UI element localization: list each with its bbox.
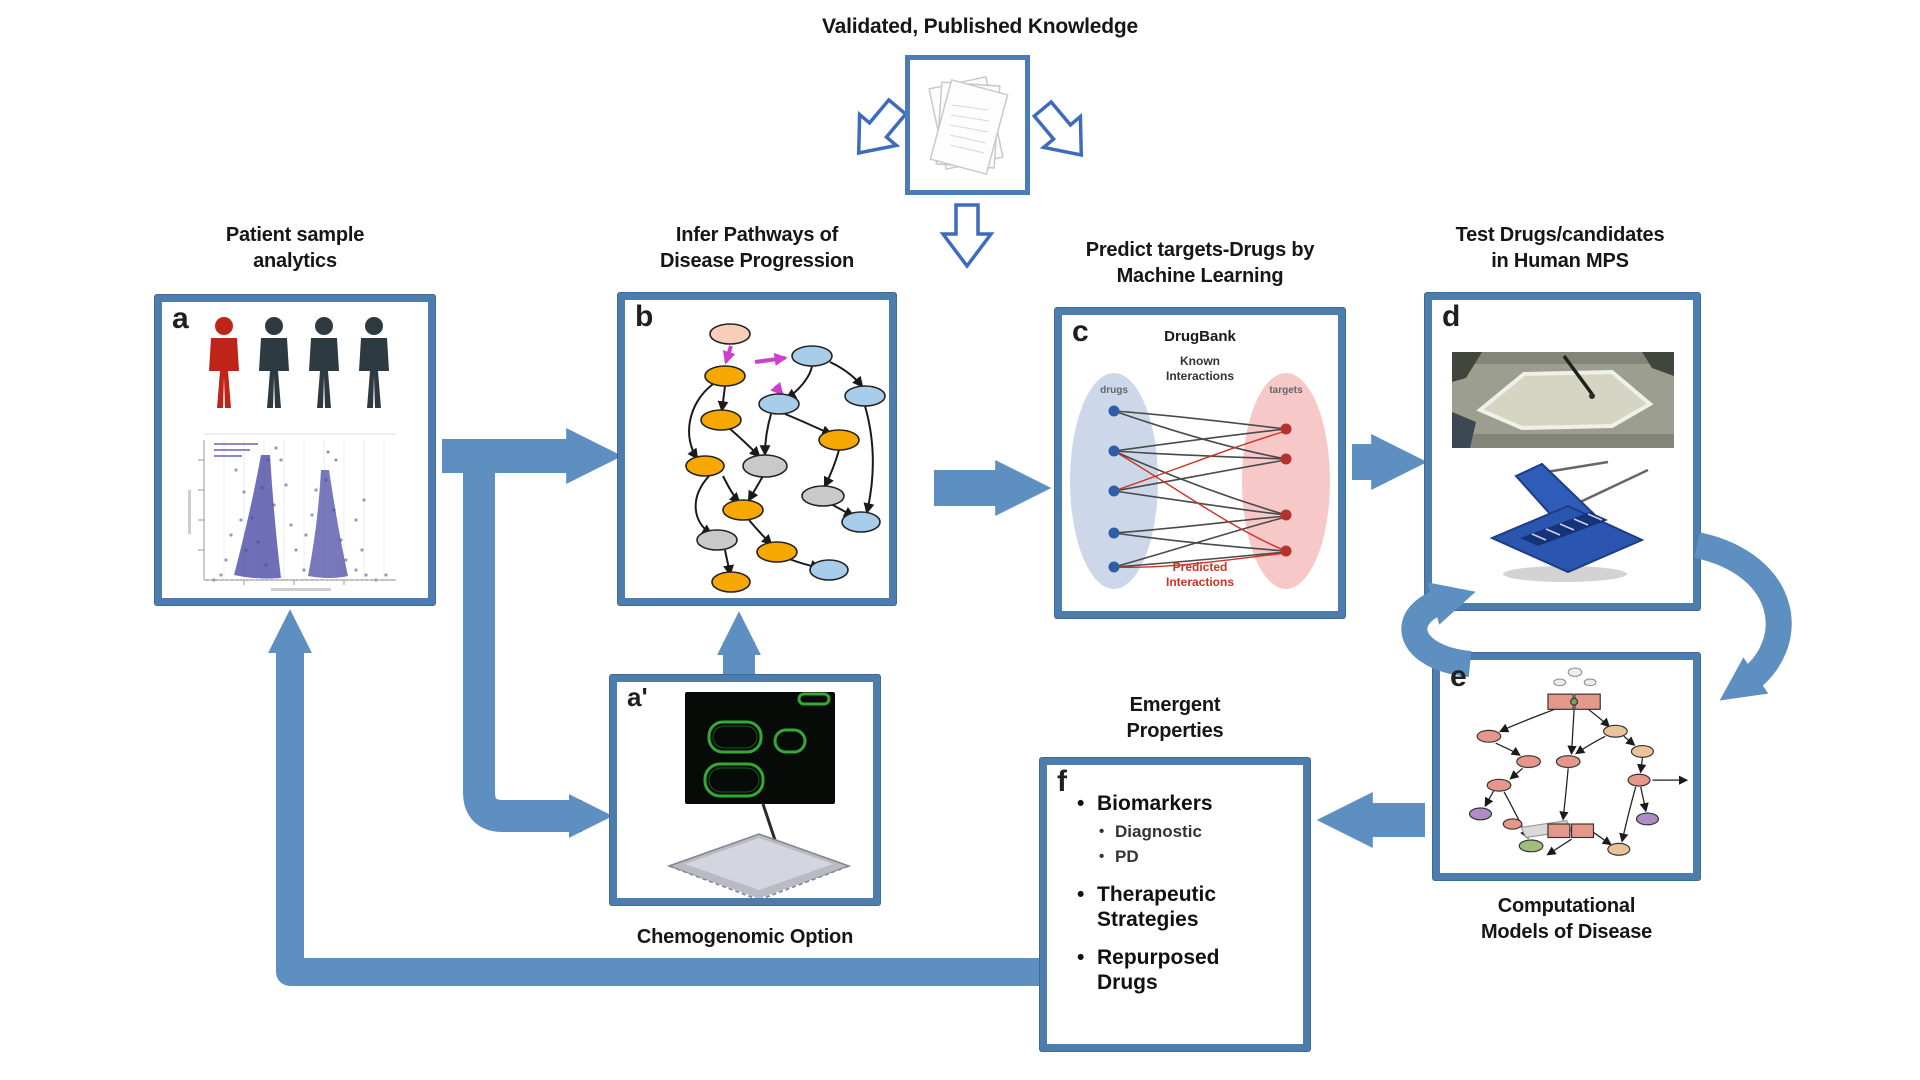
panel-a-prime-box: a' (610, 675, 880, 905)
list-item: Diagnostic (1099, 820, 1263, 843)
predicted-interactions-line1: Predicted (1173, 560, 1228, 574)
panel-b-caption: Infer Pathways of Disease Progression (617, 222, 897, 274)
panel-e-caption-line1: Computational (1497, 895, 1636, 917)
person-icon (309, 317, 339, 408)
chemogenomic-content (666, 692, 852, 898)
drugs-group-label: drugs (1100, 385, 1128, 396)
panel-e-label: e (1450, 660, 1467, 693)
top-title-text: Validated, Published Knowledge (821, 15, 1139, 38)
knowledge-right-arrow-icon (1031, 99, 1084, 158)
panel-b-caption-line2: Disease Progression (659, 250, 855, 272)
panel-c-caption: Predict targets-Drugs by Machine Learnin… (1045, 237, 1355, 289)
knowledge-down-arrow-icon (939, 203, 995, 269)
panel-d-caption-line2: in Human MPS (1491, 250, 1629, 272)
panel-c-caption-line1: Predict targets-Drugs by (1085, 239, 1315, 261)
panel-a-label: a (172, 302, 189, 335)
panel-f-caption: Emergent Properties (1075, 692, 1275, 744)
panel-b-caption-line1: Infer Pathways of (675, 224, 839, 246)
panel-c-box: c DrugBank Known Interactions drugs targ… (1055, 308, 1345, 618)
panel-f-box: f Biomarkers Diagnostic PD Therapeutic S… (1040, 758, 1310, 1051)
list-item: Biomarkers (1077, 791, 1263, 816)
panel-a-prime-label: a' (627, 682, 648, 712)
arrow-a-branch-to-a-prime (463, 462, 613, 838)
predicted-interactions-line2: Interactions (1166, 575, 1234, 589)
panel-a-caption-line1: Patient sample (225, 224, 365, 246)
panel-f-label: f (1057, 765, 1067, 798)
drugbank-title: DrugBank (1164, 328, 1236, 345)
panel-e-caption: Computational Models of Disease (1433, 893, 1700, 945)
volcano-plot-icon (188, 433, 396, 591)
panel-d-caption-line1: Test Drugs/candidates (1455, 224, 1665, 246)
disease-model-network-icon (1468, 667, 1689, 856)
person-icon (359, 317, 389, 408)
papers-icon (928, 75, 1009, 176)
panel-a-caption: Patient sample analytics (155, 222, 435, 274)
bipartite-network-icon: DrugBank Known Interactions drugs target… (1070, 328, 1330, 589)
knowledge-left-arrow-icon (856, 97, 909, 156)
pathway-network-icon (685, 323, 886, 593)
fluorescence-micrograph-icon (685, 692, 835, 804)
person-icon (259, 317, 289, 408)
arrow-feedback-f-to-a (268, 609, 1044, 986)
panel-c-label: c (1072, 315, 1089, 348)
panel-d-label: d (1442, 300, 1461, 333)
panel-f-caption-line1: Emergent (1129, 694, 1221, 716)
mps-chip-photo-icon (1452, 352, 1674, 448)
panel-d-box: d (1425, 293, 1700, 610)
panel-a-caption-line2: analytics (253, 250, 337, 272)
panel-f-caption-line2: Properties (1126, 720, 1224, 742)
panel-a-prime-caption-text: Chemogenomic Option (636, 926, 854, 948)
panel-c-caption-line2: Machine Learning (1116, 265, 1284, 287)
panel-a-box: a (155, 295, 435, 605)
top-title: Validated, Published Knowledge (655, 14, 1305, 40)
patient-silhouettes-icon (209, 317, 389, 408)
panel-b-box: b (618, 293, 896, 605)
targets-group-label: targets (1269, 385, 1303, 396)
panel-d-caption: Test Drugs/candidates in Human MPS (1400, 222, 1720, 274)
panel-e-caption-line2: Models of Disease (1480, 921, 1653, 943)
microplate-icon (666, 833, 852, 898)
panel-b-label: b (635, 300, 654, 333)
emergent-properties-list: Biomarkers Diagnostic PD Therapeutic Str… (1077, 791, 1263, 1008)
list-item: Therapeutic Strategies (1077, 882, 1263, 932)
panel-a-prime-caption: Chemogenomic Option (585, 924, 905, 950)
known-interactions-line2: Interactions (1166, 369, 1234, 383)
panel-e-box: e (1433, 653, 1700, 880)
published-knowledge-box (905, 55, 1030, 195)
list-item: PD (1099, 845, 1263, 868)
drugs-ellipse (1070, 373, 1158, 589)
known-interactions-line1: Known (1180, 354, 1220, 368)
mps-device-icon (1489, 460, 1649, 582)
patient-red-icon (209, 317, 239, 408)
list-item: Repurposed Drugs (1077, 945, 1263, 995)
